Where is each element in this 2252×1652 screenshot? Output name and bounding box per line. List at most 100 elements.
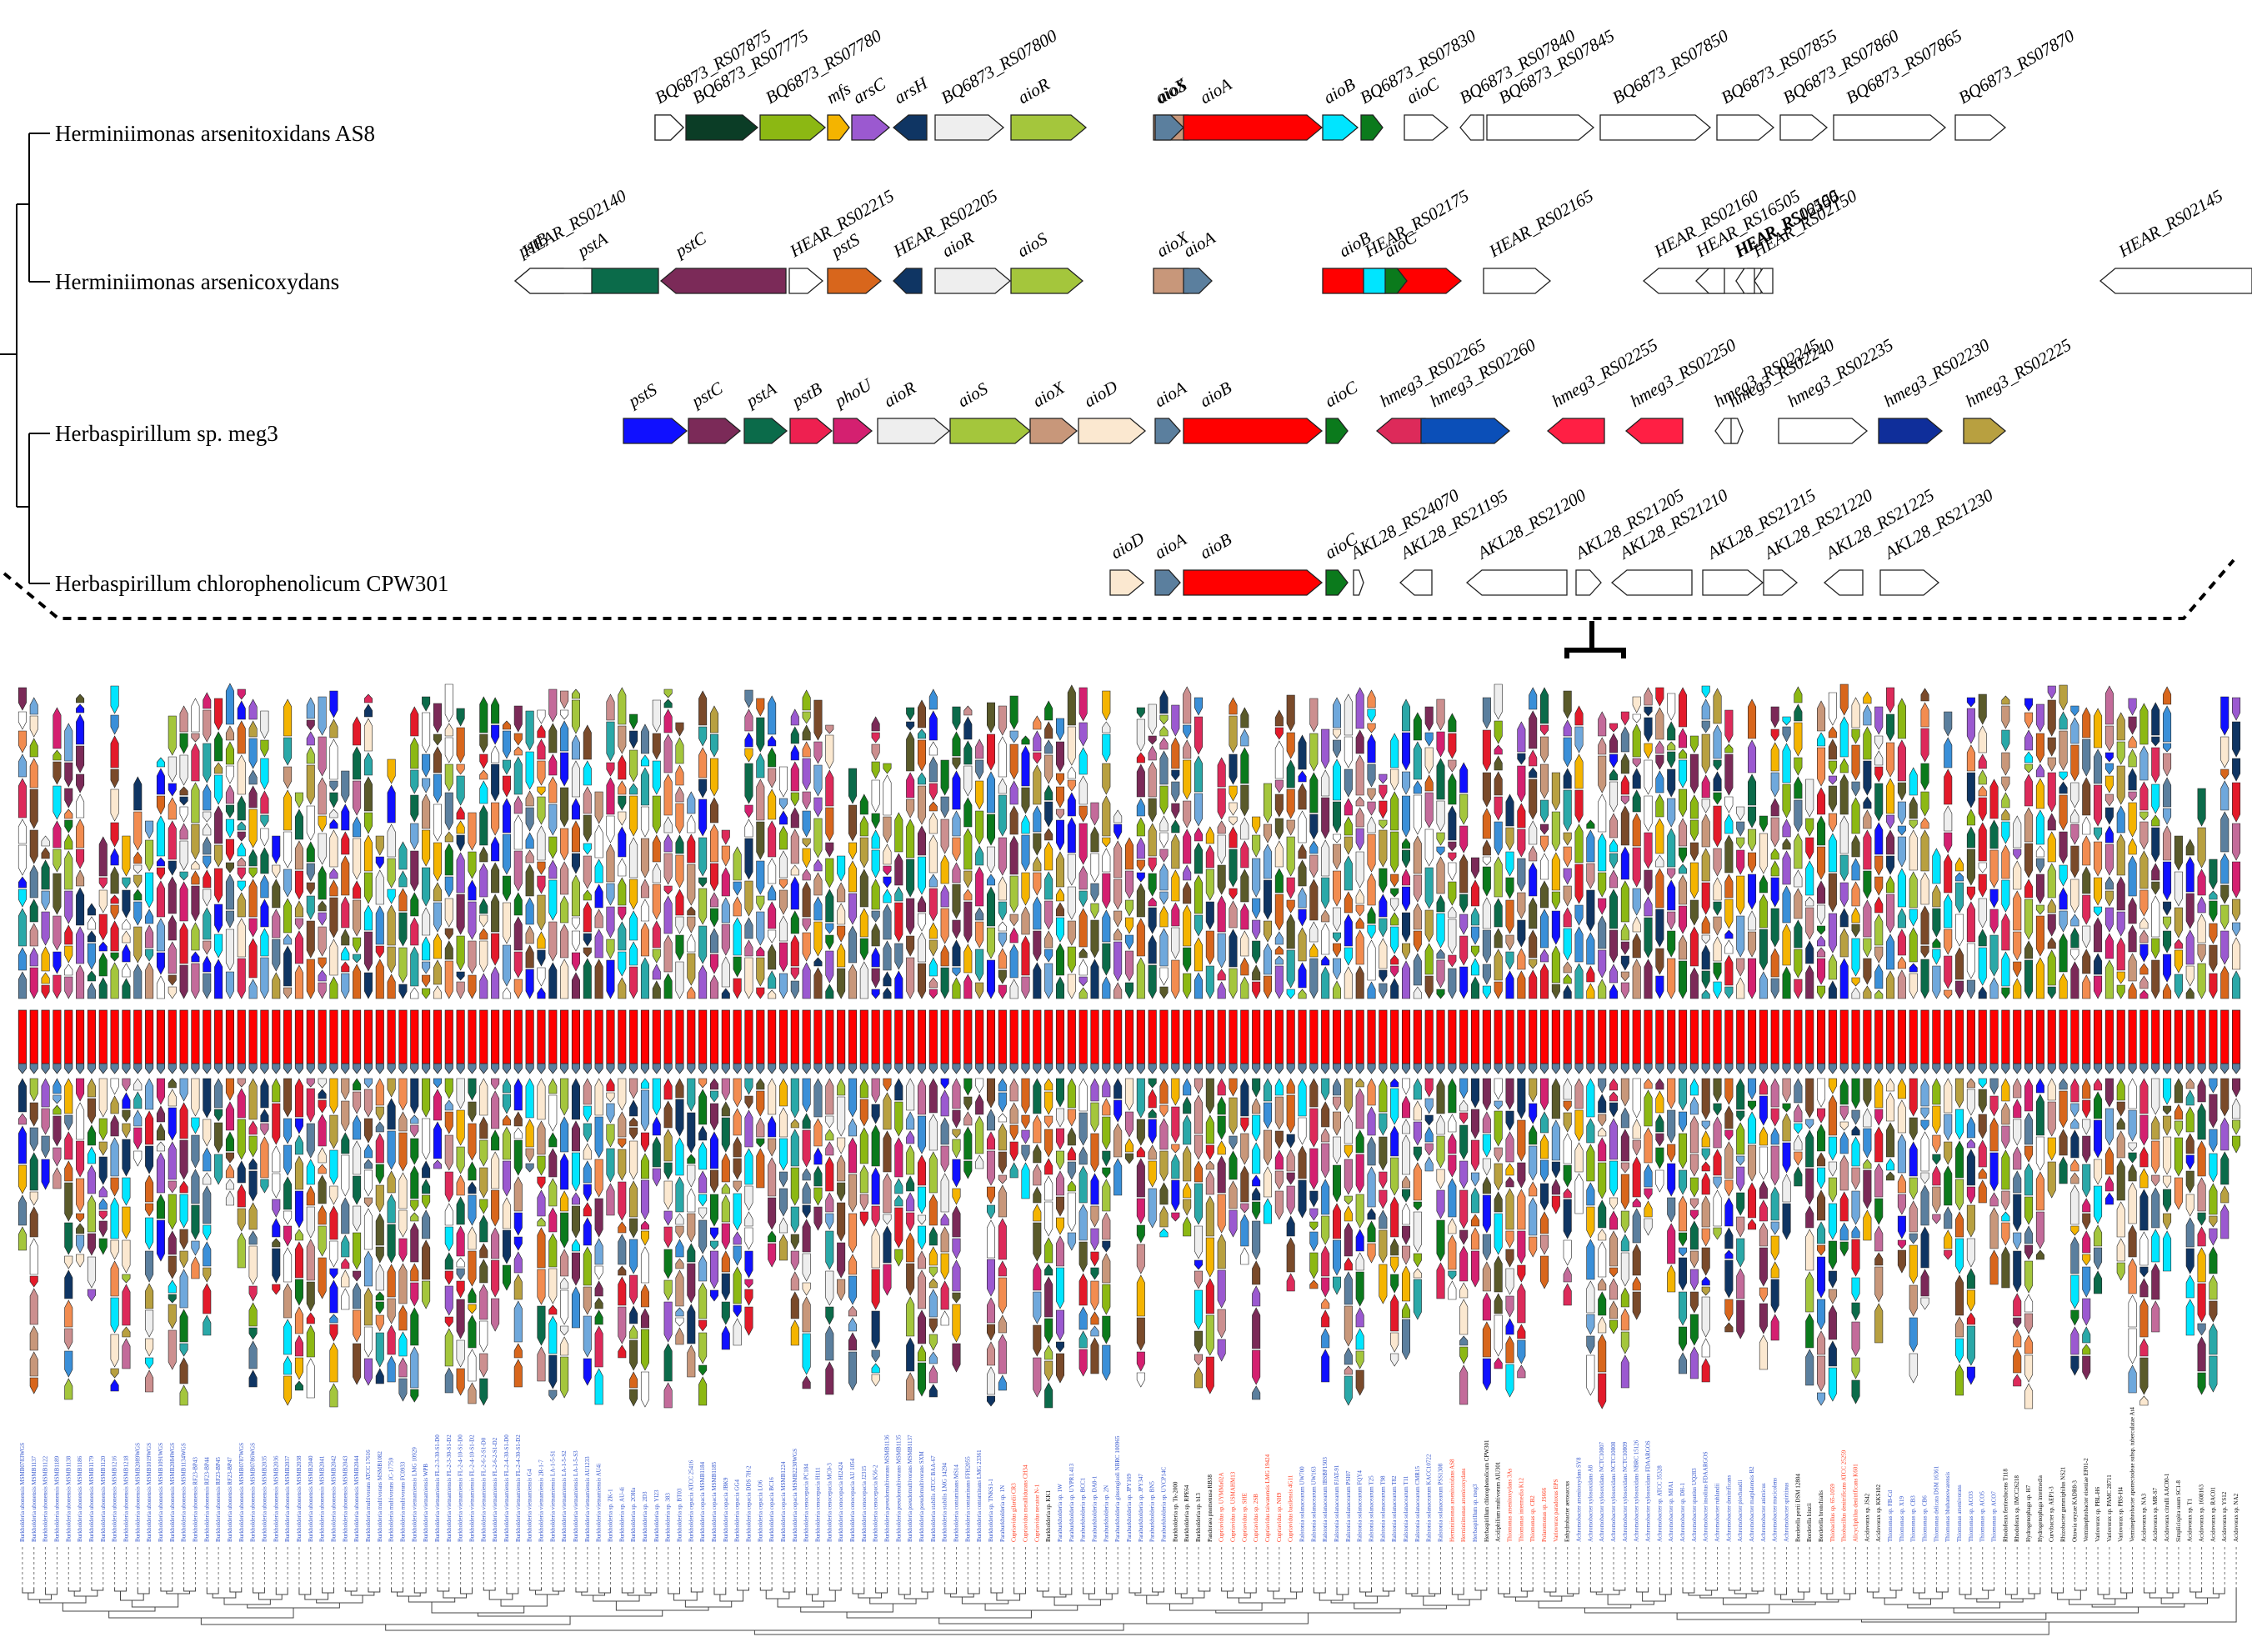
neighbor-gene-arrow <box>1828 738 1837 760</box>
neighbor-gene-arrow <box>433 902 442 933</box>
neighbor-gene-arrow <box>2082 974 2091 999</box>
neighbor-gene-arrow <box>1067 1127 1076 1146</box>
neighbor-gene-arrow <box>433 882 442 902</box>
neighbor-gene-arrow <box>2163 1189 2172 1213</box>
aioB-arrow <box>1839 1009 1849 1071</box>
neighbor-gene-arrow <box>468 1078 477 1101</box>
neighbor-gene-arrow <box>1067 1078 1076 1109</box>
neighbor-gene-arrow <box>606 939 615 959</box>
neighbor-gene-arrow <box>2024 729 2034 751</box>
neighbor-gene-arrow <box>1667 868 1676 879</box>
neighbor-gene-arrow <box>2174 939 2183 949</box>
neighbor-gene-arrow <box>1770 1279 1779 1314</box>
neighbor-gene-arrow <box>571 930 580 952</box>
neighbor-gene-arrow <box>790 967 799 980</box>
neighbor-gene-arrow <box>1505 1364 1514 1398</box>
tree-branch <box>1774 1588 1788 1595</box>
neighbor-gene-arrow <box>1044 1115 1053 1129</box>
strain-label: Burkholderia vietnamiensis LA-1-5-S2 <box>561 1450 568 1542</box>
neighbor-gene-arrow <box>1817 815 1826 846</box>
neighbor-gene-arrow <box>1609 1078 1619 1091</box>
neighbor-gene-arrow <box>1920 1107 1929 1119</box>
neighbor-gene-arrow <box>848 893 857 925</box>
neighbor-gene-arrow <box>1309 698 1319 733</box>
strain-label: Thiomonas bhubaneswarensis <box>1944 1472 1951 1542</box>
tree-branch <box>1705 1588 1719 1591</box>
neighbor-gene-arrow <box>329 1342 338 1383</box>
neighbor-gene-arrow <box>1252 1349 1261 1385</box>
tree-branch <box>1780 1592 1804 1600</box>
neighbor-gene-arrow <box>1886 1158 1895 1171</box>
strain-label: Achromobacter arsenitoxydans SY8 <box>1576 1457 1583 1542</box>
neighbor-gene-arrow <box>756 895 765 911</box>
aioA-arrow <box>2232 1063 2241 1074</box>
neighbor-gene-arrow <box>1264 920 1273 943</box>
neighbor-gene-arrow <box>1805 1129 1814 1168</box>
neighbor-gene-arrow <box>2013 1194 2022 1232</box>
neighbor-gene-arrow <box>1851 728 1860 744</box>
neighbor-gene-arrow <box>629 941 638 966</box>
neighbor-gene-arrow <box>1736 1155 1745 1166</box>
neighbor-gene-arrow <box>1448 1280 1457 1300</box>
neighbor-gene-arrow <box>1689 1291 1699 1314</box>
neighbor-gene-arrow <box>1598 1291 1607 1316</box>
neighbor-gene-arrow <box>721 1117 730 1153</box>
neighbor-gene-arrow <box>1517 765 1526 803</box>
strain-label: Burkholderia cepacia GG4 <box>734 1479 741 1542</box>
neighbor-gene-arrow <box>375 1184 384 1213</box>
neighbor-gene-arrow <box>353 1282 362 1309</box>
neighbor-gene-arrow <box>1194 697 1204 716</box>
neighbor-gene-arrow <box>1482 1321 1491 1358</box>
neighbor-gene-arrow <box>940 759 949 796</box>
neighbor-gene-arrow <box>1078 1349 1088 1377</box>
neighbor-gene-arrow <box>2116 1238 2125 1262</box>
neighbor-gene-arrow <box>225 804 234 818</box>
neighbor-gene-arrow <box>2174 1078 2183 1104</box>
neighbor-gene-arrow <box>813 967 823 999</box>
aioA-arrow <box>1539 1063 1549 1074</box>
neighbor-gene-arrow <box>1689 1346 1699 1379</box>
neighbor-gene-arrow <box>778 889 788 915</box>
neighbor-gene-arrow <box>1944 894 1953 929</box>
neighbor-gene-arrow <box>1367 981 1376 999</box>
neighbor-gene-arrow <box>1309 1231 1319 1252</box>
neighbor-gene-arrow <box>952 1109 961 1129</box>
neighbor-gene-arrow <box>768 747 777 768</box>
neighbor-gene-arrow <box>2013 1232 2022 1250</box>
neighbor-gene-arrow <box>1264 844 1273 879</box>
neighbor-gene-arrow <box>18 1078 27 1113</box>
neighbor-gene-arrow <box>456 806 465 820</box>
neighbor-gene-arrow <box>1402 1302 1411 1319</box>
neighbor-gene-arrow <box>272 1078 281 1103</box>
neighbor-gene-arrow <box>952 1292 961 1304</box>
neighbor-gene-arrow <box>1794 799 1803 833</box>
aioB-arrow <box>583 1009 592 1071</box>
aioB-arrow <box>986 1009 996 1071</box>
neighbor-gene-arrow <box>1770 860 1779 877</box>
neighbor-gene-arrow <box>1724 813 1734 834</box>
gene-arrow <box>1575 569 1602 596</box>
neighbor-gene-arrow <box>1078 1273 1088 1306</box>
neighbor-gene-arrow <box>2001 1246 2010 1289</box>
neighbor-gene-arrow <box>1424 829 1434 867</box>
neighbor-gene-arrow <box>1355 1078 1364 1088</box>
neighbor-gene-arrow <box>456 834 465 852</box>
aioB-arrow <box>110 1009 119 1071</box>
tree-branch <box>846 1610 1032 1619</box>
tree-branch <box>1059 1588 1073 1595</box>
aioB-arrow <box>87 1009 96 1071</box>
neighbor-gene-arrow <box>778 766 788 798</box>
neighbor-gene-arrow <box>1274 955 1284 965</box>
neighbor-gene-arrow <box>1909 871 1918 909</box>
neighbor-gene-arrow <box>491 1078 500 1090</box>
aioA-arrow <box>525 1063 534 1074</box>
aioB-arrow <box>525 1009 534 1071</box>
neighbor-gene-arrow <box>2151 1140 2160 1174</box>
neighbor-gene-arrow <box>214 698 223 731</box>
neighbor-gene-arrow <box>1171 1154 1180 1179</box>
neighbor-gene-arrow <box>214 934 223 959</box>
neighbor-gene-arrow <box>1897 1239 1906 1249</box>
neighbor-gene-arrow <box>2163 1105 2172 1115</box>
neighbor-gene-arrow <box>133 1127 143 1150</box>
neighbor-gene-arrow <box>1759 929 1768 971</box>
